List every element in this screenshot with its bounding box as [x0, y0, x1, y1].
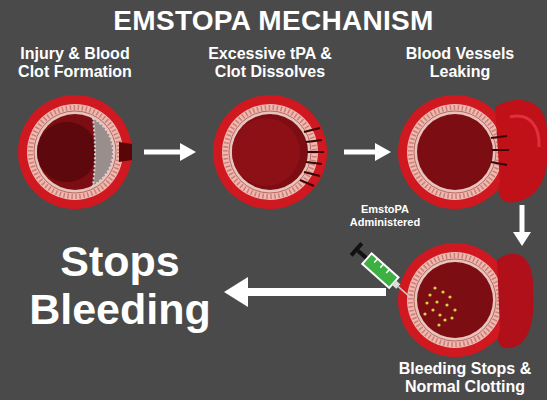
lumen-blood	[232, 118, 300, 186]
drug-particle	[431, 308, 434, 311]
arrow-head	[180, 143, 196, 161]
flow-arrow	[144, 143, 196, 161]
leak-streak	[491, 162, 507, 165]
arrow-shaft	[144, 150, 181, 155]
arrow-shaft	[344, 150, 376, 155]
stage-label: Blood Vessels Leaking	[395, 45, 525, 81]
flow-arrow	[344, 143, 391, 161]
drug-particle	[450, 316, 453, 319]
leak-streak	[491, 136, 507, 138]
drug-particle	[438, 313, 441, 316]
arrow-head	[513, 232, 531, 246]
drug-particle	[443, 318, 446, 321]
vessel-cross-section	[398, 243, 512, 357]
arrow-head	[375, 143, 391, 161]
drug-particle	[428, 293, 431, 296]
stage-box: Bleeding Stops & Normal Clotting	[390, 248, 540, 397]
stage-box: Injury & Blood Clot Formation	[10, 45, 140, 203]
drug-particle	[425, 301, 428, 304]
arrow-head	[224, 277, 248, 307]
tpa-streak	[306, 162, 322, 164]
tpa-streak	[304, 172, 320, 176]
tpa-streak	[306, 140, 322, 142]
flow-arrow	[513, 205, 531, 246]
syringe	[350, 242, 416, 303]
tpa-streak	[300, 180, 314, 186]
vessel-cross-section	[18, 95, 132, 209]
drug-particle	[453, 308, 456, 311]
stage-label: Bleeding Stops & Normal Clotting	[390, 360, 540, 396]
stage-label: Excessive tPA & Clot Dissolves	[200, 45, 340, 81]
drug-particle	[437, 323, 440, 326]
vessel-cross-section	[398, 95, 512, 209]
drug-particle	[441, 290, 444, 293]
stage-label: Injury & Blood Clot Formation	[10, 45, 140, 81]
blood-leak	[495, 100, 547, 203]
callout-label: EmstoPA Administered	[343, 203, 427, 229]
drug-particle	[433, 286, 436, 289]
syringe-barrel	[362, 253, 398, 287]
flow-arrow	[224, 277, 386, 307]
tpa-streak	[304, 128, 320, 132]
vessel-injury	[119, 142, 132, 162]
lumen-shadow	[37, 122, 97, 182]
drug-particle	[423, 312, 426, 315]
drug-particle	[445, 303, 448, 306]
arrow-shaft	[247, 288, 386, 296]
stage-box: Blood Vessels Leaking	[395, 45, 547, 203]
healing-vessel	[423, 254, 533, 349]
vessel-leak	[491, 100, 547, 203]
result-box: Stops Bleeding	[20, 235, 220, 340]
blood-leak	[497, 254, 533, 349]
tpa-streak	[307, 151, 324, 153]
drug-particle	[435, 300, 438, 303]
leak-highlight	[510, 116, 539, 147]
syringe-tick	[380, 264, 383, 268]
syringe-needle	[398, 287, 410, 298]
diagram-title: EMSTOPA MECHANISM	[0, 4, 547, 38]
drug-particle	[448, 295, 451, 298]
leak-streak	[492, 149, 509, 151]
arrow-shaft	[520, 205, 525, 233]
clot-mass	[93, 119, 113, 186]
blood-clot	[37, 119, 132, 186]
vessel-cross-section	[213, 95, 327, 209]
result-text: Stops Bleeding	[20, 237, 220, 333]
syringe-tick	[374, 259, 377, 263]
syringe-tick	[386, 269, 389, 273]
stage-box: Excessive tPA & Clot Dissolves	[200, 45, 340, 203]
dissolving-clot	[232, 118, 324, 186]
